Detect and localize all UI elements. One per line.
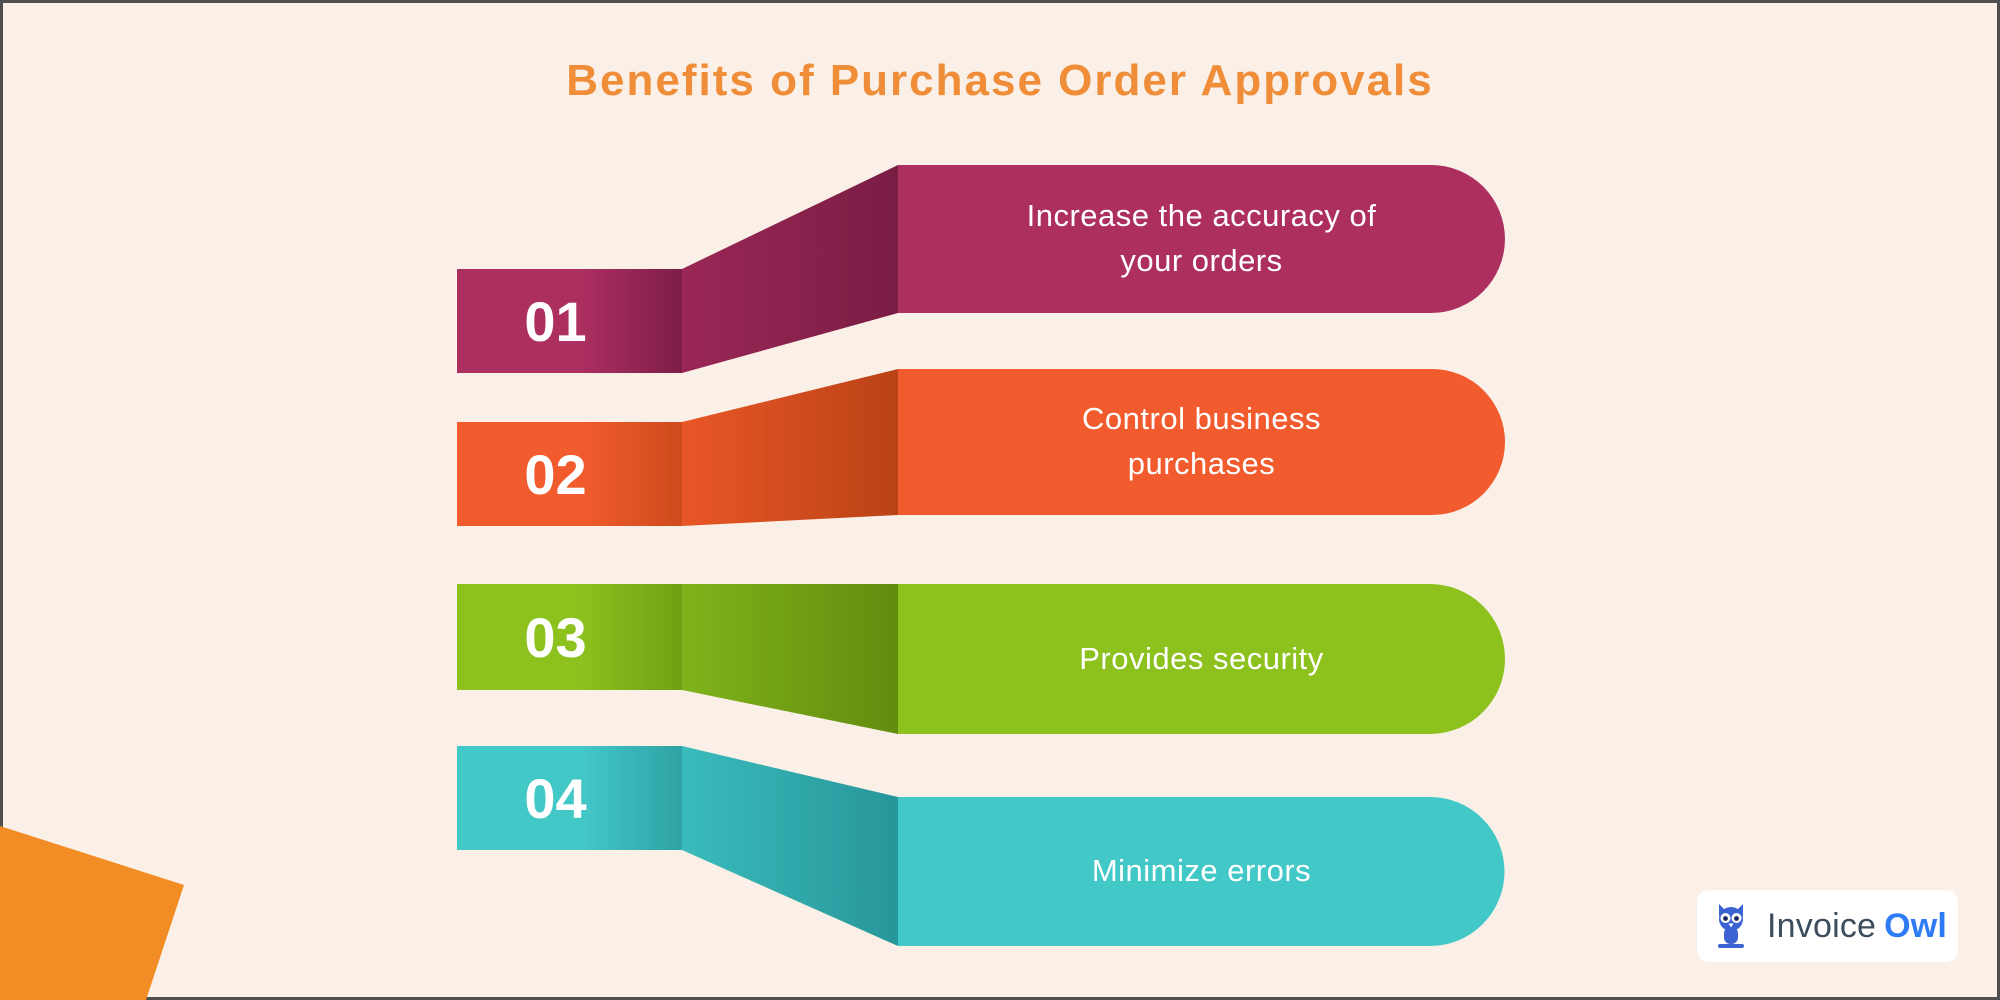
corner-accent-shape xyxy=(0,826,184,1000)
ribbon-2-fold xyxy=(682,369,898,526)
item-2-number: 02 xyxy=(524,442,587,506)
item-2-label: Control business purchases xyxy=(1082,401,1321,481)
owl-icon xyxy=(1715,903,1747,949)
item-1-number: 01 xyxy=(524,289,587,353)
ribbon-4-fold xyxy=(682,746,898,946)
ribbon-1-number-box xyxy=(457,269,682,373)
item-4-label: Minimize errors xyxy=(1091,853,1312,889)
ribbon-3-banner xyxy=(898,584,1505,734)
ribbon-1-fold xyxy=(682,165,898,373)
item-3-label: Provides security xyxy=(1079,640,1324,676)
ribbon-3-number-box xyxy=(457,584,682,690)
logo-text-invoice: Invoice xyxy=(1767,906,1877,945)
item-3-number: 03 xyxy=(524,605,587,669)
ribbon-4-number-box xyxy=(457,746,682,850)
logo-text-owl: Owl xyxy=(1884,906,1948,945)
ribbon-4-banner xyxy=(898,797,1505,946)
item-1-label: Increase the accuracy of your orders xyxy=(1026,198,1377,278)
page-title: Benefits of Purchase Order Approvals xyxy=(566,56,1434,105)
ribbon-1-banner xyxy=(898,165,1505,313)
ribbon-3-fold xyxy=(682,584,898,734)
item-4-number: 04 xyxy=(524,766,587,830)
ribbon-2-banner xyxy=(898,369,1505,515)
ribbon-2-number-box xyxy=(457,422,682,526)
